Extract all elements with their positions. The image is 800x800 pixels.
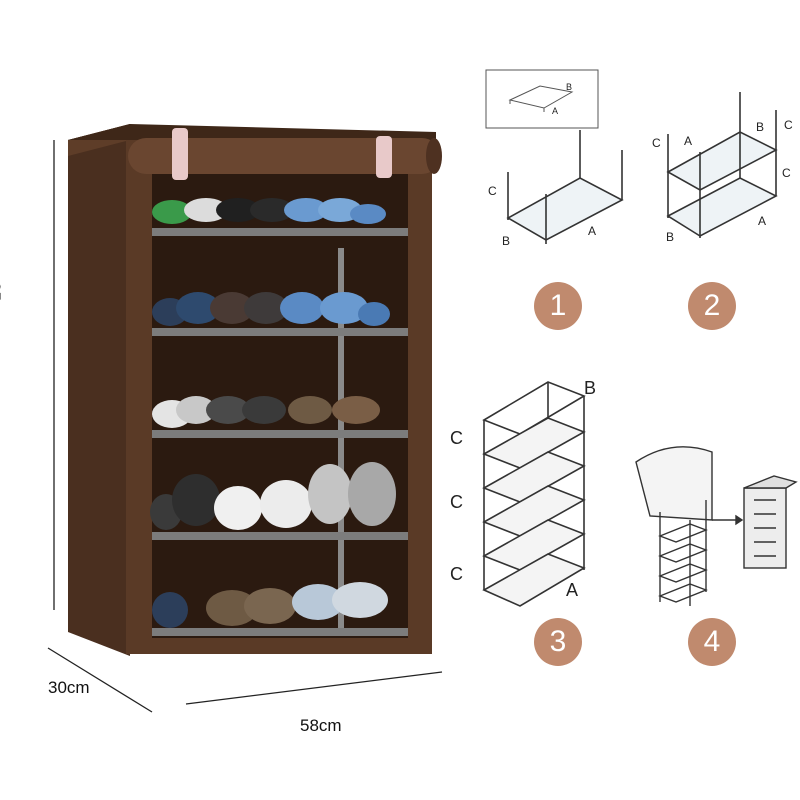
step-2-badge: 2 <box>688 282 736 330</box>
cover-strap-left <box>172 128 188 180</box>
dimension-lines <box>47 140 443 713</box>
step4-diagram <box>635 446 798 606</box>
step3-frame <box>482 381 586 607</box>
step1-label-a: A <box>588 224 597 238</box>
step2-label-b-bottom: B <box>666 230 675 244</box>
step2-label-a-top: A <box>684 134 693 148</box>
cabinet-side-panel <box>68 124 130 656</box>
step2-label-b-top: B <box>756 120 765 134</box>
shoes-row-1 <box>152 198 386 224</box>
step1-inset-label-a: A <box>552 106 559 116</box>
step1-inset-label-b: B <box>566 82 573 92</box>
step1-label-b: B <box>502 234 511 248</box>
step1-label-c: C <box>488 184 497 198</box>
depth-label: 30cm <box>48 678 90 697</box>
shoes-row-2 <box>152 292 390 326</box>
step2-label-c-right: C <box>782 166 791 180</box>
cabinet-front-left-panel <box>126 140 152 652</box>
step-4-badge: 4 <box>688 618 736 666</box>
step-1-badge: 1 <box>534 282 582 330</box>
shelves <box>152 228 408 636</box>
step2-label-c-top: C <box>784 118 793 132</box>
step3-label-c-2: C <box>450 492 463 512</box>
step3-label-c-3: C <box>450 564 463 584</box>
step3-label-a: A <box>566 580 579 600</box>
cabinet-top <box>68 124 436 142</box>
step1-inset <box>485 69 599 129</box>
shoes-row-5 <box>152 582 388 628</box>
step-3-badge: 3 <box>534 618 582 666</box>
shoes-row-3 <box>152 396 380 428</box>
step3-label-c-1: C <box>450 428 463 448</box>
step2-frame <box>666 92 778 238</box>
step2-label-a-bottom: A <box>758 214 767 228</box>
step3-label-b: B <box>584 378 597 398</box>
cabinet-front-right-panel <box>408 142 432 638</box>
cover-strap-right <box>376 136 392 178</box>
shoes-row-4 <box>150 462 396 530</box>
width-label: 58cm <box>300 716 342 735</box>
step2-label-c-left: C <box>652 136 661 150</box>
step1-frame <box>506 130 624 244</box>
rolled-cover <box>128 138 440 174</box>
